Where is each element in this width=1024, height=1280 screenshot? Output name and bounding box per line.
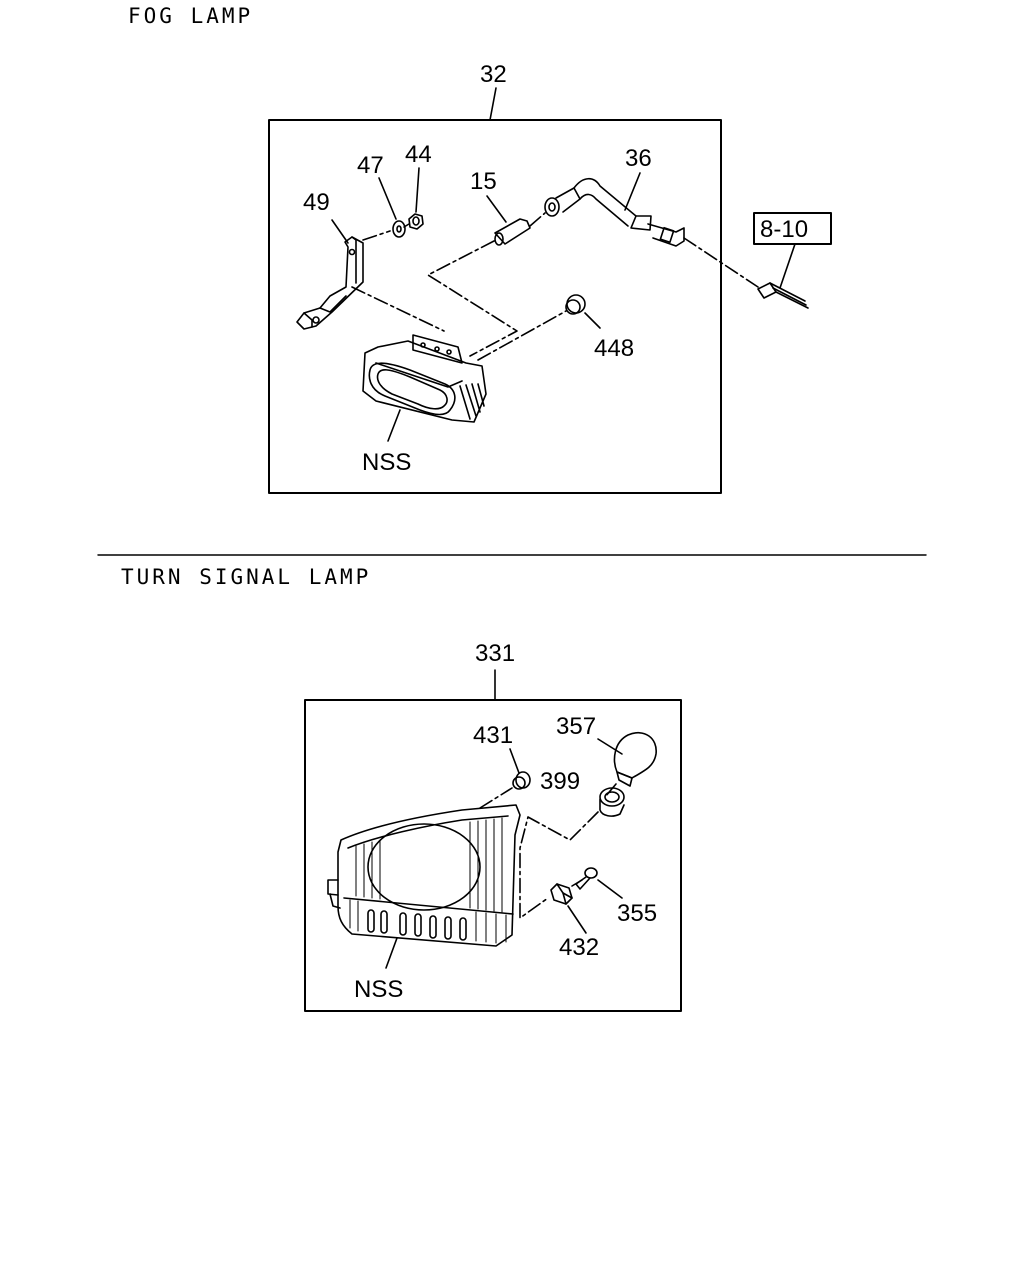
callout-47-leader: [378, 177, 397, 220]
part-47-washer[interactable]: [392, 220, 406, 238]
reference-box-label: 8-10: [760, 216, 808, 243]
callout-15[interactable]: 15: [470, 168, 497, 195]
fog-lamp-assembly: 32 49 47: [268, 61, 832, 494]
part-399-socket[interactable]: [599, 787, 625, 817]
callout-331[interactable]: 331: [475, 640, 515, 667]
part-357-bulb[interactable]: [613, 731, 657, 787]
fog-lamp-assembly-frame: [268, 119, 722, 494]
fog-alignment-lines: [351, 212, 759, 361]
callout-36[interactable]: 36: [625, 145, 652, 172]
callout-357-leader: [597, 738, 623, 755]
part-355-screw[interactable]: [575, 867, 598, 890]
callout-432[interactable]: 432: [559, 934, 599, 961]
fog-lamp-section-title: FOG LAMP: [128, 4, 254, 28]
part-431-grommet[interactable]: [512, 771, 531, 790]
callout-nss-turn[interactable]: NSS: [354, 976, 403, 1003]
turn-signal-lamp-assembly: 331 357 431 399: [304, 640, 682, 1012]
callout-nss-fog-leader: [387, 409, 401, 442]
callout-32-leader: [489, 87, 497, 121]
callout-49-leader: [331, 219, 349, 244]
reference-leader: [779, 243, 796, 289]
callout-44-leader: [415, 167, 420, 213]
part-448-grommet[interactable]: [565, 294, 586, 315]
callout-15-leader: [486, 195, 507, 223]
turn-signal-assembly-frame: [304, 699, 682, 1012]
callout-nss-turn-leader: [385, 937, 398, 969]
callout-357[interactable]: 357: [556, 713, 596, 740]
callout-47[interactable]: 47: [357, 152, 384, 179]
callout-49[interactable]: 49: [303, 189, 330, 216]
part-44-nut[interactable]: [408, 213, 424, 230]
part-432-clip-nut[interactable]: [550, 883, 573, 905]
callout-432-leader: [567, 905, 587, 934]
turn-alignment-lines: [479, 783, 617, 919]
callout-448[interactable]: 448: [594, 335, 634, 362]
callout-nss-fog[interactable]: NSS: [362, 449, 411, 476]
callout-431[interactable]: 431: [473, 722, 513, 749]
callout-448-leader: [584, 312, 601, 329]
callout-355[interactable]: 355: [617, 900, 657, 927]
part-49-bracket[interactable]: [296, 236, 364, 330]
callout-44[interactable]: 44: [405, 141, 432, 168]
callout-36-leader: [624, 172, 641, 211]
part-36-socket-harness[interactable]: [544, 177, 685, 247]
mating-connector[interactable]: [757, 282, 809, 309]
callout-355-leader: [597, 879, 623, 899]
part-15-bulb[interactable]: [494, 218, 531, 246]
callout-32[interactable]: 32: [480, 61, 507, 88]
callout-431-leader: [509, 748, 520, 774]
reference-box[interactable]: [753, 212, 832, 245]
turn-signal-lamp-body[interactable]: [327, 804, 521, 947]
callout-399[interactable]: 399: [540, 768, 580, 795]
turn-signal-section-title: TURN SIGNAL LAMP: [121, 565, 372, 589]
fog-lamp-body[interactable]: [362, 334, 487, 423]
